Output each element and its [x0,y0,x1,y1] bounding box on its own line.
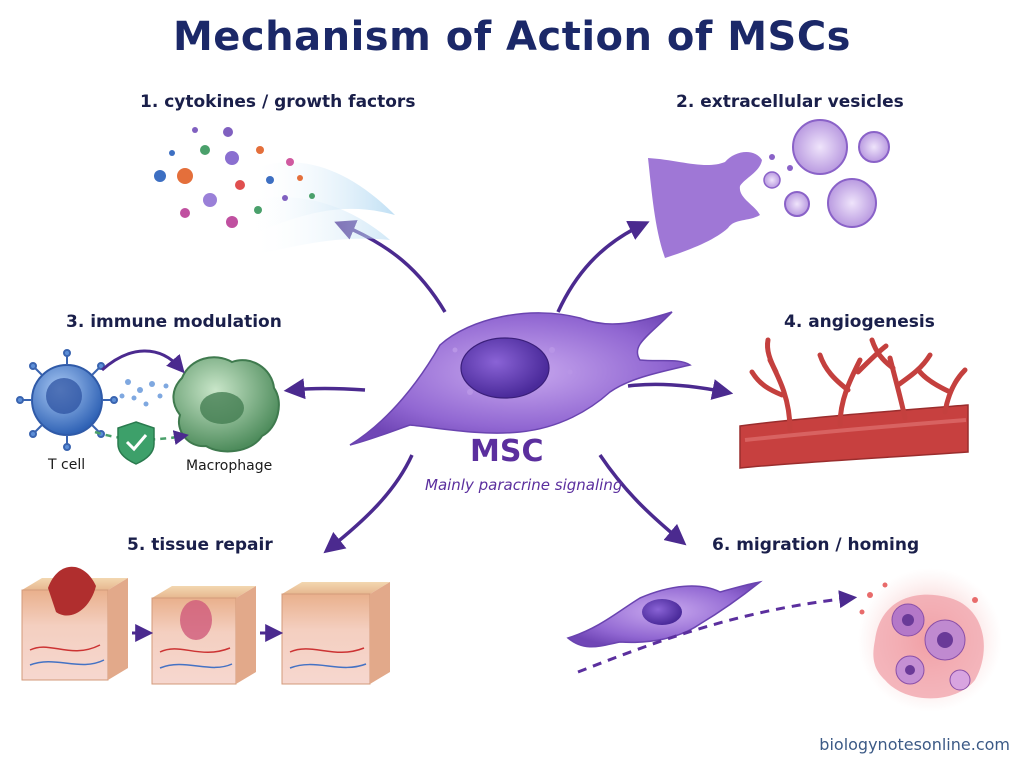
activation-arrow [101,349,185,374]
label-angiogenesis: 4. angiogenesis [784,312,935,332]
label-tissue-repair: 5. tissue repair [127,535,273,555]
label-extracellular-vesicles: 2. extracellular vesicles [676,92,904,112]
arrow-to-angiogenesis [627,379,734,400]
blood-vessel [739,337,969,469]
skin-block-wounded [21,566,128,681]
arrow-to-migration [598,454,687,546]
macrophage [172,356,280,453]
modulation-dashed-arrow [94,430,189,445]
page-title: Mechanism of Action of MSCs [173,14,851,60]
shield-check-icon [117,421,155,465]
injured-tissue-site [858,568,1002,712]
t-cell [16,349,118,451]
macrophage-label: Macrophage [186,458,273,474]
msc-label: MSC [470,434,544,469]
skin-block-healing [151,586,256,685]
label-immune-modulation: 3. immune modulation [66,312,282,332]
skin-block-repaired [281,582,390,685]
label-migration-homing: 6. migration / homing [712,535,920,555]
extracellular-vesicles [763,119,890,228]
label-cytokines: 1. cytokines / growth factors [140,92,416,112]
msc-cell [349,311,692,446]
source-credit: biologynotesonline.com [819,735,1010,754]
arrow-to-tissue-repair [323,454,414,554]
t-cell-label: T cell [48,457,86,473]
cytokine-particles [154,127,395,255]
arrow-to-immune [283,378,366,400]
signal-dots [119,379,169,407]
arrow-to-vesicles [556,220,650,313]
migrating-msc [566,580,763,648]
homing-path [577,590,858,674]
vesicle-releasing-cell [648,151,762,258]
msc-subtitle: Mainly paracrine signaling [425,476,623,494]
